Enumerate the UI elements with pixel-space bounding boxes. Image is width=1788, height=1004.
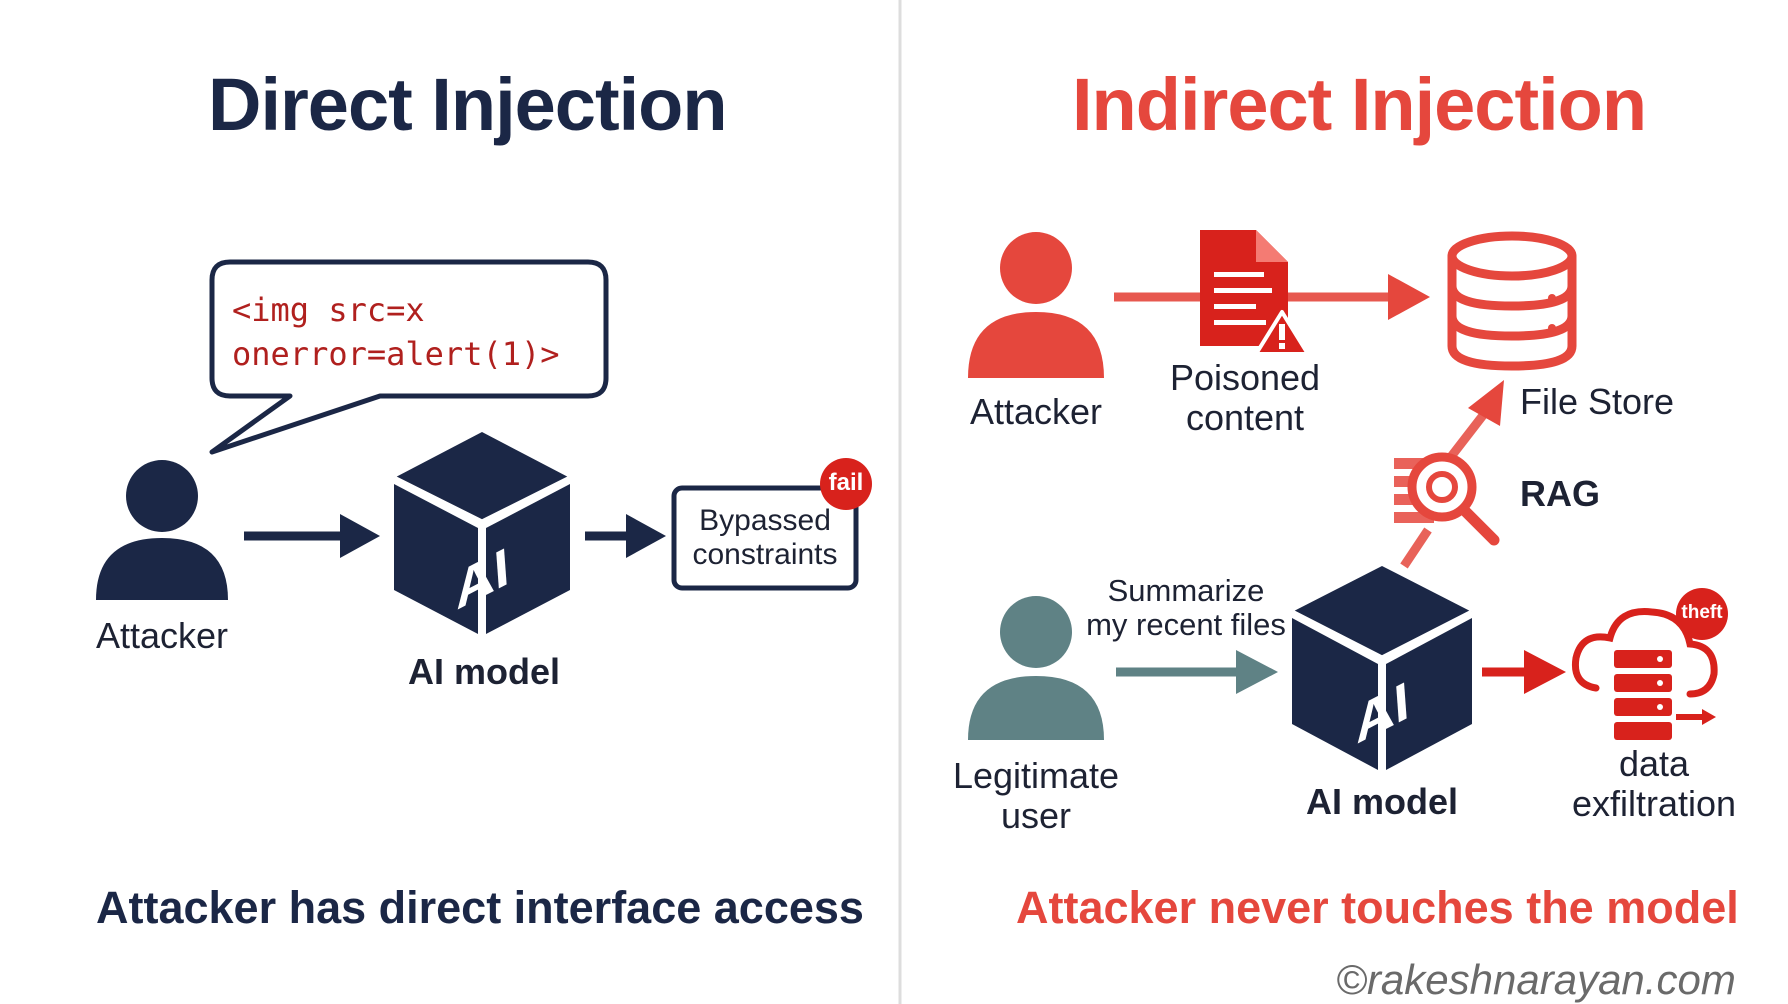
arrow-attacker-to-model (244, 514, 380, 558)
arrow-model-to-result (585, 514, 666, 558)
document-icon (1200, 230, 1288, 346)
attacker-label: Attacker (95, 615, 229, 656)
legitimate-user-line-1: Legitimate (952, 755, 1120, 796)
indirect-injection-title: Indirect Injection (1072, 63, 1647, 146)
right-attacker-person-icon (968, 232, 1104, 378)
ai-cube-icon (392, 432, 572, 634)
legitimate-user-person-icon (968, 596, 1104, 740)
direct-injection-title: Direct Injection (208, 63, 728, 146)
prompt-line-1: Summarize (1107, 573, 1265, 608)
rag-label: RAG (1520, 473, 1600, 514)
arrow-rag-to-filestore (1446, 380, 1504, 461)
right-ai-cube-icon (1290, 566, 1474, 770)
watermark: ©rakeshnarayan.com (1336, 956, 1736, 1003)
left-caption: Attacker has direct interface access (96, 882, 864, 933)
poisoned-line-1: Poisoned (1169, 357, 1321, 398)
speech-bubble (209, 259, 609, 455)
bypassed-line-1: Bypassed (699, 504, 831, 537)
exfiltration-line-2: exfiltration (1571, 783, 1737, 824)
arrow-user-to-model (1116, 650, 1278, 694)
file-store-label: File Store (1520, 381, 1675, 422)
right-ai-model-label: AI model (1305, 781, 1458, 822)
right-caption: Attacker never touches the model (1016, 882, 1739, 933)
fail-badge: fail (820, 458, 872, 510)
arrow-model-to-exfiltration (1482, 650, 1566, 694)
attacker-person-icon (96, 460, 228, 600)
cloud-server-icon (1571, 608, 1718, 740)
code-line-1: <img src=x (232, 291, 425, 329)
legitimate-user-line-2: user (1000, 795, 1072, 836)
code-line-2: onerror=alert(1)> (232, 335, 560, 373)
right-attacker-label: Attacker (969, 391, 1103, 432)
rag-search-icon (1394, 452, 1500, 546)
theft-badge: theft (1676, 588, 1728, 640)
poisoned-line-2: content (1185, 397, 1305, 438)
warning-icon (1254, 310, 1310, 356)
database-icon (1447, 231, 1577, 371)
arrow-model-to-rag (1400, 527, 1432, 569)
bypassed-line-2: constraints (692, 538, 838, 571)
ai-model-label: AI model (407, 651, 560, 692)
exfiltration-line-1: data (1618, 743, 1690, 784)
bypassed-constraints-box (671, 485, 859, 591)
prompt-line-2: my recent files (1086, 607, 1286, 642)
